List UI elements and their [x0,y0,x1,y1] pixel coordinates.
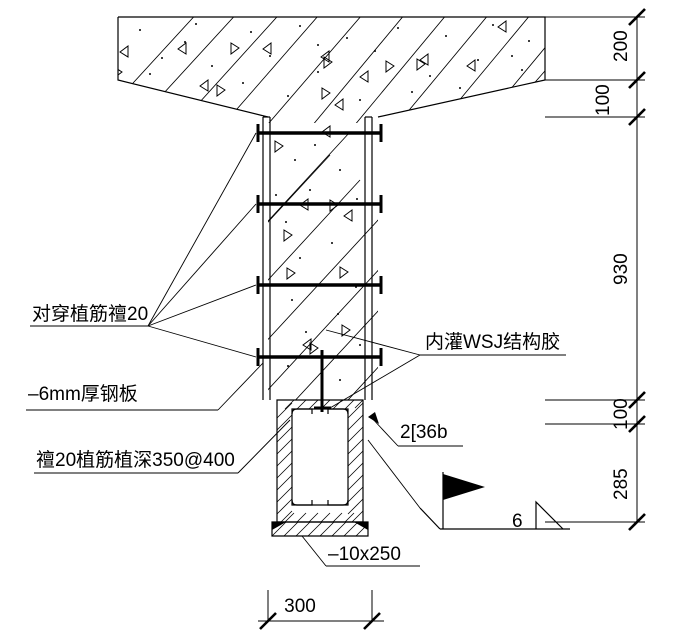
annotation-channel-steel: 2[36b [368,412,463,447]
annotation-through-rebar: 对穿植筋䄠20 [30,132,257,358]
dim-285: 285 [611,468,632,500]
dim-200: 200 [611,30,632,62]
label-channel-steel: 2[36b [400,422,448,443]
weld-symbol: 6 [367,439,570,532]
annotation-planted-rebar: 䄠20植筋植深350@400 [34,419,291,474]
label-bottom-plate: –10x250 [328,544,401,565]
annotation-steel-plate: –6mm厚钢板 [26,362,264,411]
concrete-hatch-beam [118,17,545,123]
dim-100-upper: 100 [593,84,614,116]
dim-930: 930 [611,253,632,285]
label-through-rebar: 对穿植筋䄠20 [32,303,148,325]
concrete-hatch-column [268,123,378,400]
through-rebar-rows [256,124,383,366]
double-channel-box-section [276,399,364,523]
label-planted-rebar: 䄠20植筋植深350@400 [36,449,235,471]
right-dimension-chain: 200 100 930 100 285 [545,8,646,531]
dim-300: 300 [284,596,316,617]
dim-100-lower: 100 [611,398,632,430]
concrete-beam-outline [117,16,546,118]
annotation-structural-glue: 内灌WSJ结构胶 [325,329,566,409]
label-weld-size: 6 [512,511,523,532]
side-steel-plates [262,116,373,400]
label-structural-glue: 内灌WSJ结构胶 [425,331,560,353]
bottom-flange-plate [271,521,369,537]
annotation-bottom-plate: –10x250 [301,535,420,567]
bottom-dimension: 300 [258,590,384,630]
label-steel-plate-6mm: –6mm厚钢板 [28,383,138,405]
